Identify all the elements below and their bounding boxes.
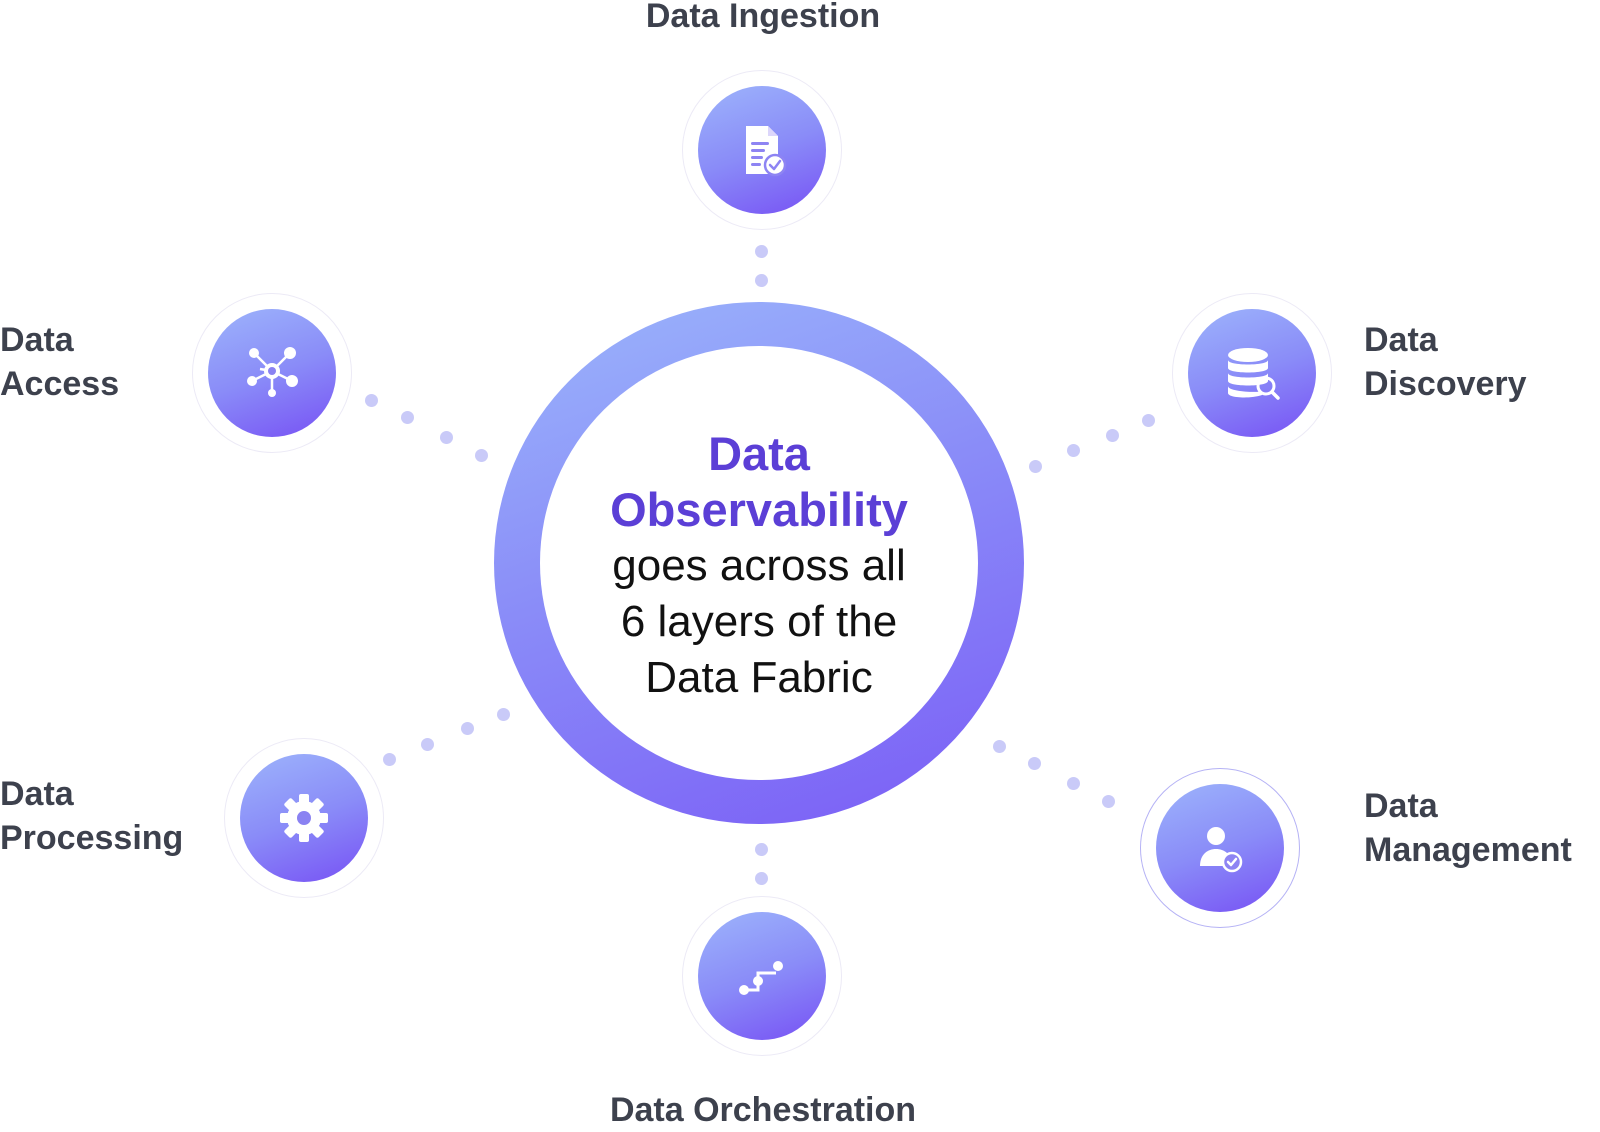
label-data-management: Data Management [1364, 784, 1572, 872]
label-line: Data [1364, 787, 1438, 825]
connector-dot [1067, 444, 1080, 457]
label-line: Access [0, 365, 120, 403]
node-core [698, 912, 826, 1040]
label-data-orchestration: Data Orchestration [609, 1091, 917, 1129]
connector-dot [365, 394, 378, 407]
connector-dot [755, 843, 768, 856]
label-line: Processing [0, 819, 184, 857]
connector-dot [755, 274, 768, 287]
connector-dot [1028, 757, 1041, 770]
document-check-icon [746, 126, 787, 177]
hub-title-line: Data [708, 427, 810, 480]
connector-dot [1142, 414, 1155, 427]
label-data-ingestion: Data Ingestion [645, 0, 881, 35]
hub-text: Data Observability goes across all 6 lay… [569, 426, 949, 706]
database-search-icon [1228, 348, 1280, 400]
connector-dot [421, 738, 434, 751]
node-data-access [192, 293, 352, 453]
label-data-access: Data Access [0, 318, 119, 406]
connector-dot [1029, 460, 1042, 473]
node-data-processing [224, 738, 384, 898]
gear-icon [280, 794, 328, 842]
node-data-management [1140, 768, 1300, 928]
label-line: Data [0, 775, 74, 813]
connector-dot [993, 740, 1006, 753]
hub-title-line: Observability [610, 483, 908, 536]
node-core [1156, 784, 1284, 912]
hub-subtitle-line: Data Fabric [645, 653, 873, 702]
label-line: Management [1364, 831, 1572, 869]
node-data-orchestration [682, 896, 842, 1056]
connector-dot [1106, 429, 1119, 442]
connector-dot [461, 722, 474, 735]
user-check-icon [1200, 827, 1243, 873]
label-data-discovery: Data Discovery [1364, 318, 1527, 406]
node-data-ingestion [682, 70, 842, 230]
node-data-discovery [1172, 293, 1332, 453]
label-line: Discovery [1364, 365, 1527, 403]
connector-dot [383, 753, 396, 766]
hub-subtitle-line: 6 layers of the [620, 597, 898, 646]
connector-dot [401, 411, 414, 424]
node-core [240, 754, 368, 882]
node-core [1188, 309, 1316, 437]
connector-dot [475, 449, 488, 462]
node-core [208, 309, 336, 437]
connector-dot [755, 245, 768, 258]
connector-dot [440, 431, 453, 444]
connector-dot [497, 708, 510, 721]
label-line: Data [0, 321, 74, 359]
network-hub-icon [247, 347, 298, 397]
workflow-steps-icon [739, 961, 783, 995]
hub-center: Data Observability goes across all 6 lay… [540, 346, 978, 780]
label-line: Data [1364, 321, 1438, 359]
label-data-processing: Data Processing [0, 772, 183, 860]
connector-dot [1102, 795, 1115, 808]
node-core [698, 86, 826, 214]
hub-subtitle-line: goes across all [612, 541, 906, 590]
connector-dot [1067, 777, 1080, 790]
connector-dot [755, 872, 768, 885]
